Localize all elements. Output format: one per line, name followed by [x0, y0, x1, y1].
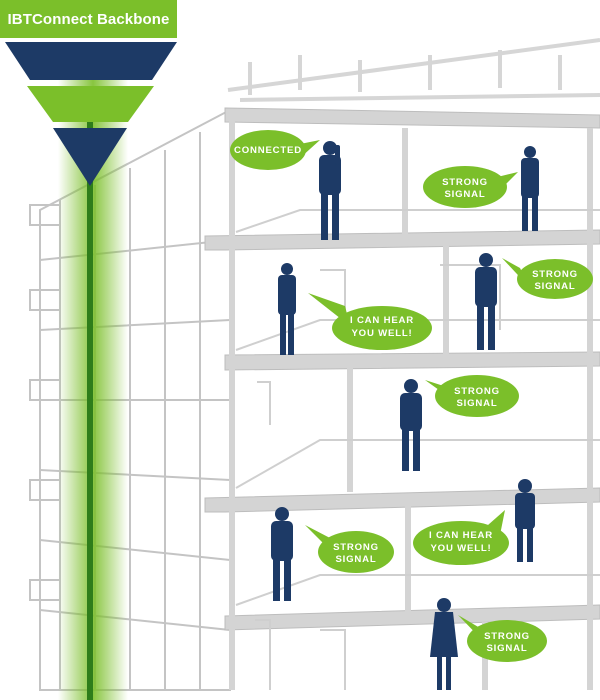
bubble-7-line-1: I CAN HEAR: [429, 530, 493, 541]
person-4: [475, 253, 497, 350]
bubble-connected: CONNECTED: [230, 130, 320, 170]
bubble-strong-signal: STRONG SIGNAL: [423, 166, 518, 208]
bubble-4-line-2: YOU WELL!: [351, 328, 412, 339]
funnel-bottom: [53, 128, 127, 186]
page-title: IBTConnect Backbone: [7, 10, 170, 28]
bubble-7-line-2: YOU WELL!: [430, 543, 491, 554]
funnel-middle: [27, 86, 154, 122]
bubble-8-line-2: SIGNAL: [486, 643, 527, 654]
bubble-5-line-2: SIGNAL: [456, 398, 497, 409]
funnel-top: [5, 42, 177, 80]
bubble-strong-signal: STRONG SIGNAL: [502, 258, 593, 299]
title-banner: IBTConnect Backbone: [0, 0, 177, 38]
person-1: [319, 141, 341, 240]
walls: [229, 120, 593, 690]
bubble-3-line-2: SIGNAL: [534, 281, 575, 292]
bubble-6-line-2: SIGNAL: [335, 554, 376, 565]
person-7: [515, 479, 535, 562]
bubble-8-line-1: STRONG: [484, 631, 530, 642]
person-6: [271, 507, 293, 601]
bubble-strong-signal: STRONG SIGNAL: [425, 375, 519, 417]
bubble-6-line-1: STRONG: [333, 542, 379, 553]
person-2: [521, 146, 539, 231]
backbone-core: [87, 120, 93, 700]
bubble-2-line-1: STRONG: [442, 177, 488, 188]
bubble-4-line-1: I CAN HEAR: [350, 315, 414, 326]
person-3: [278, 263, 296, 355]
people: [271, 141, 539, 690]
roof-frame: [227, 38, 600, 102]
person-8: [430, 598, 458, 690]
bubble-strong-signal: STRONG SIGNAL: [458, 615, 547, 662]
bubble-1-line-1: CONNECTED: [234, 145, 302, 156]
bubble-hear-you: I CAN HEAR YOU WELL!: [413, 510, 509, 565]
bubble-2-line-2: SIGNAL: [444, 189, 485, 200]
bubble-3-line-1: STRONG: [532, 269, 578, 280]
person-5: [400, 379, 422, 471]
bubble-hear-you: I CAN HEAR YOU WELL!: [308, 293, 432, 350]
bubble-5-line-1: STRONG: [454, 386, 500, 397]
bubble-strong-signal: STRONG SIGNAL: [305, 525, 394, 573]
